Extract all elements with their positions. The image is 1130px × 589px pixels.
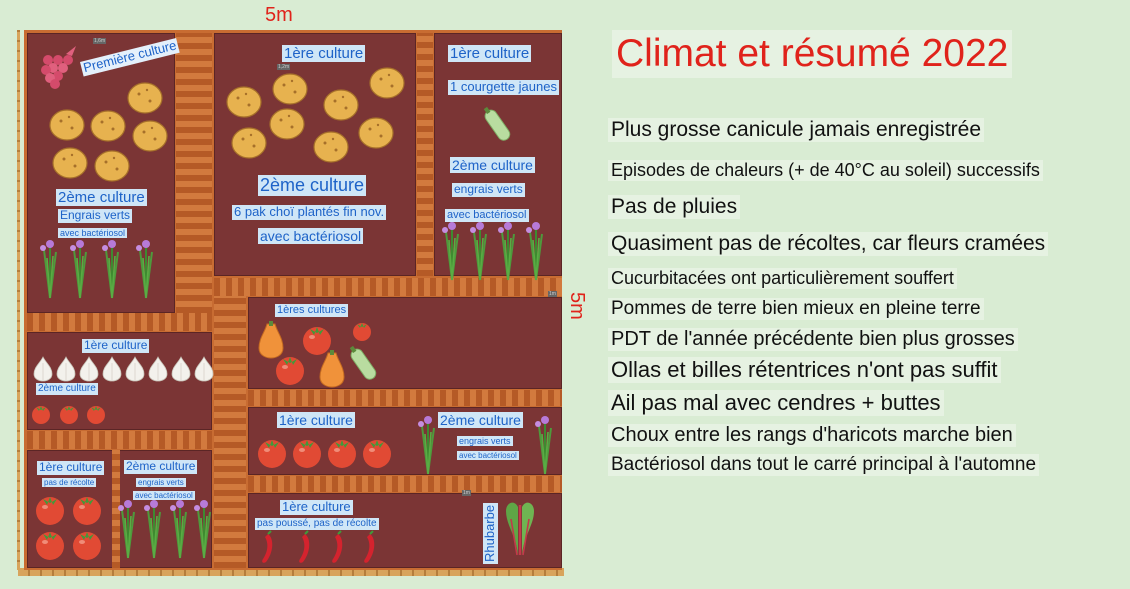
bed7-second-culture-label: 2ème culture — [124, 459, 198, 474]
bed1-bacteriosol-label: avec bactériosol — [58, 228, 128, 239]
bed7-green-manure-label: engrais verts — [136, 478, 186, 488]
bed6-bacteriosol-label: avec bactériosol — [457, 451, 519, 461]
bed3-bacteriosol-label: avec bactériosol — [445, 209, 529, 222]
bed1-second-culture-label: 2ème culture — [56, 189, 147, 207]
summary-item-1: Plus grosse canicule jamais enregistrée — [608, 118, 985, 142]
summary-item-9: Ail pas mal avec cendres + buttes — [608, 390, 944, 416]
bed6-first-culture-label: 1ère culture — [277, 412, 355, 429]
marker: 1,6m — [93, 38, 107, 44]
marker: 1,2m — [277, 64, 291, 70]
bed5-first-cultures-label: 1ères cultures — [275, 304, 349, 317]
summary-title: Climat et résumé 2022 — [612, 30, 1013, 78]
fence-left — [17, 30, 20, 570]
summary-item-11: Bactériosol dans tout le carré principal… — [608, 454, 1040, 476]
bed2-first-culture-label: 1ère culture — [282, 45, 366, 63]
bed3-second-culture-label: 2ème culture — [450, 157, 535, 174]
bed7-first-culture-label: 1ère culture — [37, 460, 105, 475]
path-vertical-1 — [176, 33, 194, 313]
path-vertical-4 — [214, 296, 230, 568]
path-horizontal-2 — [27, 313, 212, 331]
marker: 1m — [462, 490, 471, 496]
path-horizontal-5 — [27, 431, 212, 449]
bed4-second-culture-label: 2ème culture — [36, 383, 98, 395]
bed2-pak-choi-label: 6 pak choï plantés fin nov. — [232, 204, 387, 220]
path-vertical-3 — [417, 33, 433, 276]
summary-item-3: Pas de pluies — [608, 195, 741, 219]
fence-bottom — [18, 568, 564, 576]
bed2-second-culture-label: 2ème culture — [258, 175, 367, 196]
bed-top-left — [27, 33, 175, 313]
bed1-green-manure-label: Engrais verts — [58, 208, 133, 223]
dimension-right: 5m — [566, 292, 588, 320]
summary-item-7: PDT de l'année précédente bien plus gros… — [608, 328, 1018, 351]
summary-item-10: Choux entre les rangs d'haricots marche … — [608, 424, 1016, 447]
bed3-first-culture-label: 1ère culture — [448, 45, 532, 63]
bed8-no-growth-label: pas poussé, pas de récolte — [255, 518, 379, 530]
bed6-second-culture-label: 2ème culture — [438, 412, 523, 429]
bed8-first-culture-label: 1ère culture — [280, 499, 353, 515]
summary-item-8: Ollas et billes rétentrices n'ont pas su… — [608, 357, 1001, 383]
bed-top-right — [434, 33, 562, 276]
bed6-green-manure-label: engrais verts — [457, 436, 513, 447]
bed3-zucchini-label: 1 courgette jaunes — [448, 79, 559, 95]
bed8-rhubarb-label: Rhubarbe — [482, 502, 498, 564]
path-vertical-5 — [230, 296, 246, 568]
marker: 1m — [548, 291, 557, 297]
bed7-bacteriosol-label: avec bactériosol — [133, 491, 195, 501]
bed2-bacteriosol-label: avec bactériosol — [258, 228, 364, 245]
path-horizontal-3 — [248, 390, 562, 406]
summary-item-6: Pommes de terre bien mieux en pleine ter… — [608, 298, 984, 320]
bed7-no-harvest-label: pas de récolte — [42, 478, 97, 488]
path-vertical-6 — [112, 450, 120, 568]
path-horizontal-4 — [248, 476, 562, 492]
summary-item-2: Episodes de chaleurs (+ de 40°C au solei… — [608, 160, 1043, 181]
summary-item-5: Cucurbitacées ont particulièrement souff… — [608, 268, 957, 289]
path-vertical-2 — [194, 33, 212, 313]
bed3-green-manure-label: engrais verts — [452, 182, 525, 197]
dimension-top: 5m — [265, 4, 293, 26]
path-horizontal-1 — [214, 278, 562, 296]
summary-item-4: Quasiment pas de récoltes, car fleurs cr… — [608, 232, 1049, 256]
bed4-first-culture-label: 1ère culture — [82, 338, 150, 353]
